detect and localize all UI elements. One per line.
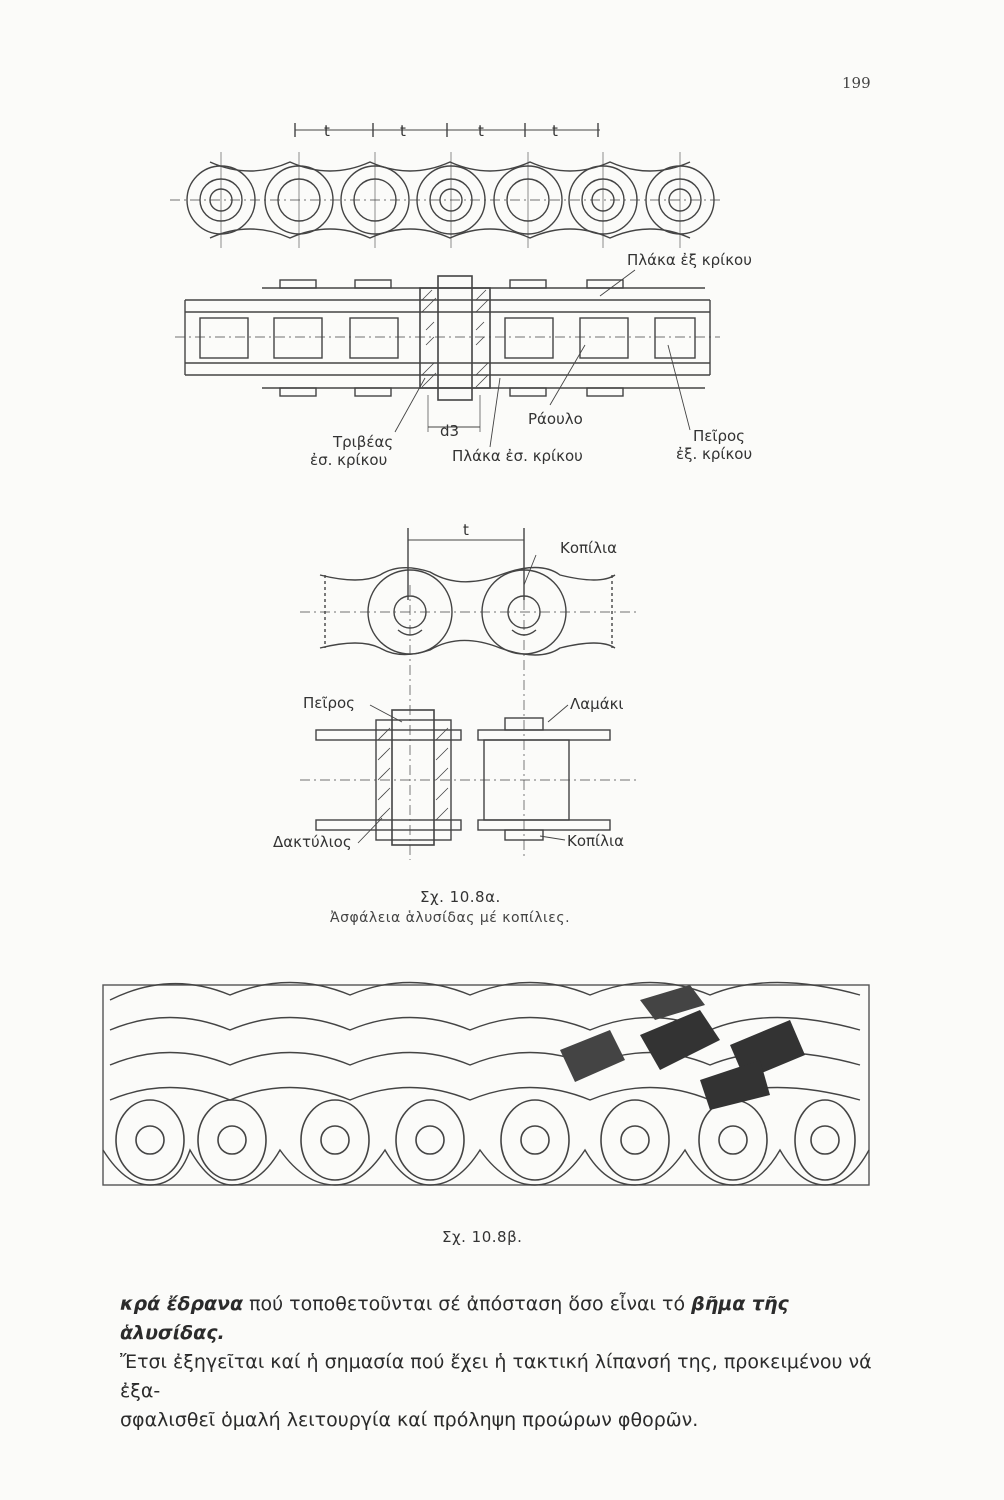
chain-side-view [170,123,720,248]
cotter-pin-detail [300,528,640,860]
label-split-pin-2: Κοπίλια [567,832,624,850]
label-pin: Πεῖρος [303,694,355,712]
body-paragraph: κρά ἔδρανα πού τοποθετοῦνται σέ ἀπόσταση… [120,1290,880,1435]
pitch-label-detail: t [463,521,469,539]
term-bearings: κρά ἔδρανα [120,1293,244,1315]
label-split-pin: Κοπίλια [560,539,617,557]
label-bushing-line2: ἐσ. κρίκου [310,451,387,469]
term-chain-pitch: βῆμα τῆς ἁλυσίδας. [120,1293,789,1344]
page-number: 199 [842,74,871,92]
label-roller: Ράουλο [528,410,583,428]
pitch-label-4: t [552,122,558,140]
body-line-2: Ἔτσι ἐξηγεῖται καί ἡ σημασία πού ἔχει ἡ … [120,1351,872,1402]
label-pin-line2: ἐξ. κρίκου [676,445,752,463]
label-plate-clip: Λαμάκι [570,695,624,713]
pitch-label-3: t [478,122,484,140]
chain-plan-view [175,269,720,448]
label-pin-line1: Πεῖρος [693,427,745,445]
pitch-label-2: t [400,122,406,140]
figure-caption-b: Σχ. 10.8β. [442,1228,523,1246]
label-ring: Δακτύλιος [273,833,352,851]
label-inner-plate: Πλάκα ἐσ. κρίκου [452,447,583,465]
body-line-1: κρά ἔδρανα πού τοποθετοῦνται σέ ἀπόσταση… [120,1290,880,1348]
label-bushing-line1: Τριβέας [332,433,393,451]
label-d3: d3 [440,422,459,440]
pitch-label-1: t [324,122,330,140]
chain-perspective-drawing [102,981,870,1186]
body-text-1: πού τοποθετοῦνται σέ ἀπόσταση ὅσο εἶναι … [243,1293,692,1315]
figure-caption-a: Σχ. 10.8α. [420,888,501,906]
figure-subcaption-a: Ἀσφάλεια ἁλυσίδας μέ κοπίλιες. [330,910,571,926]
body-line-3: σφαλισθεῖ ὁμαλή λειτουργία καί πρόληψη π… [120,1409,699,1431]
label-outer-plate: Πλάκα ἐξ κρίκου [627,251,752,269]
